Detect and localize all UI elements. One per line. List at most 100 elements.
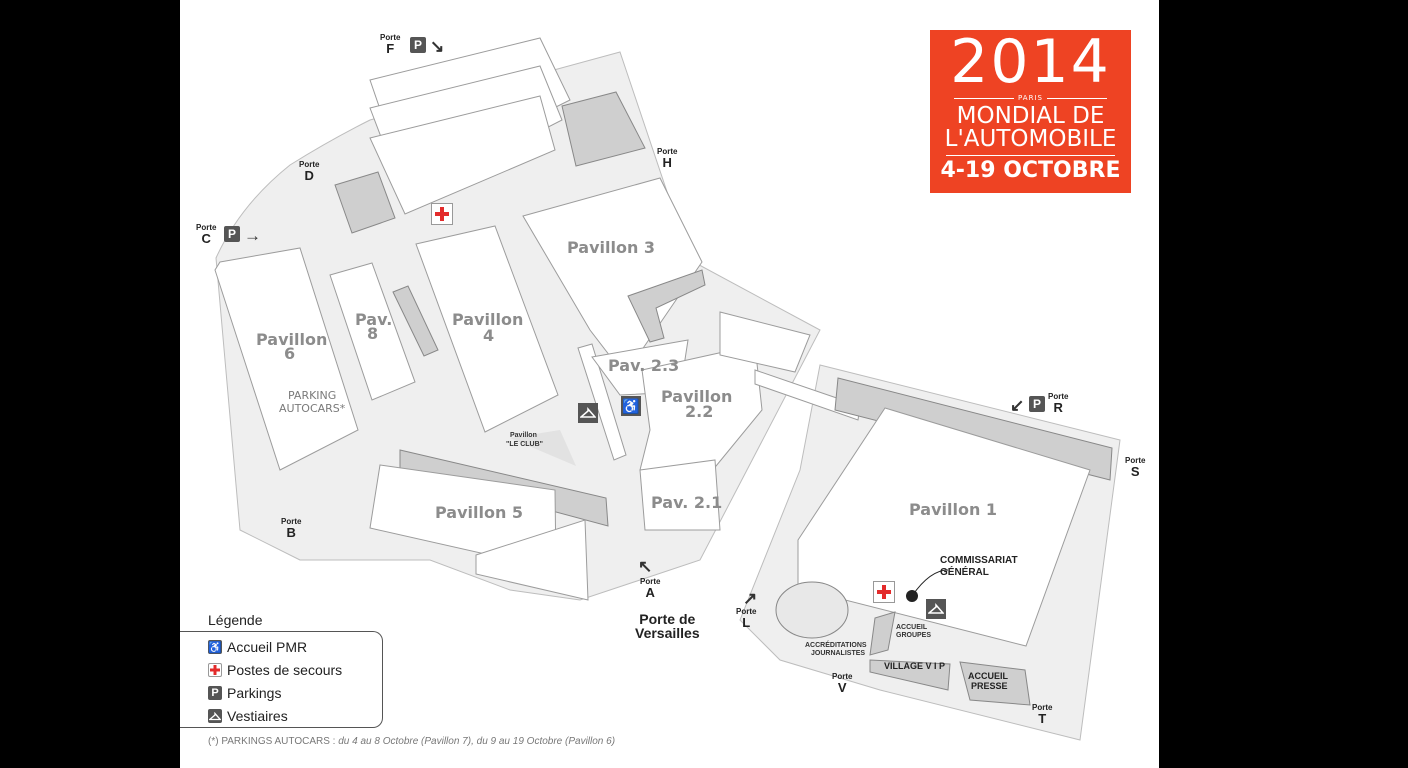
- porte-a: Porte A: [640, 577, 661, 600]
- porte-word: Porte: [736, 607, 757, 616]
- pavillon-6-label-line1: Pavillon: [256, 330, 328, 349]
- pavillon-8-label-line1: Pav.: [355, 310, 393, 329]
- coat-hanger-icon: [208, 709, 222, 723]
- porte-letter: B: [286, 525, 296, 540]
- top-building-annex: [561, 91, 646, 167]
- wheelchair-icon: ♿: [208, 640, 222, 654]
- logo-dates: 4-19 OCTOBRE: [940, 158, 1121, 183]
- legend-item-label: Vestiaires: [227, 708, 288, 724]
- porte-letter: A: [645, 585, 655, 600]
- commissariat-leader: [911, 569, 949, 597]
- footnote-prefix: (*) PARKINGS AUTOCARS :: [208, 736, 336, 747]
- porte-word: Porte: [380, 33, 401, 42]
- coat-hanger-icon: [578, 403, 598, 423]
- accueil-groupes-label-line2: GROUPES: [896, 632, 932, 639]
- pav-2-1-label: Pav. 2.1: [651, 493, 723, 512]
- parking-letter: P: [211, 687, 219, 699]
- pavillon-1-roof: [797, 407, 1091, 647]
- pav-2-1-roof: [639, 459, 721, 531]
- porte-letter: R: [1053, 400, 1063, 415]
- parking-letter: P: [227, 227, 236, 241]
- porte-h: Porte H: [657, 147, 678, 170]
- arrow-down-right-icon: ↘: [430, 37, 445, 56]
- parking-icon: P: [224, 226, 240, 242]
- parking-icon: P: [208, 686, 222, 700]
- porte-v: Porte V: [832, 672, 853, 695]
- dome: [775, 581, 849, 639]
- building-d: [334, 171, 396, 234]
- pavillon-8-label-line2: 8: [367, 324, 379, 343]
- parking-icon: P: [1029, 396, 1045, 412]
- legend-item-pmr: ♿ Accueil PMR: [208, 639, 307, 655]
- porte-word: Porte: [657, 147, 678, 156]
- coat-hanger-icon: [926, 599, 946, 619]
- pavillon-5-label: Pavillon 5: [435, 503, 524, 522]
- porte-word: Porte: [640, 577, 661, 586]
- porte-t: Porte T: [1032, 704, 1052, 726]
- east-small-building: [719, 311, 811, 373]
- legend-title: Légende: [208, 612, 263, 628]
- parking-letter: P: [1032, 397, 1041, 411]
- legend-item-label: Accueil PMR: [227, 639, 308, 655]
- pavillon-3-annex: [627, 269, 706, 343]
- porte-d: Porte D: [299, 160, 320, 183]
- le-club-area: [510, 430, 576, 466]
- footnote: (*) PARKINGS AUTOCARS : du 4 au 8 Octobr…: [208, 736, 615, 747]
- logo-city-text: PARIS: [1018, 94, 1043, 102]
- accreditations-label-line2: JOURNALISTES: [811, 650, 866, 657]
- pavillon-5-annex: [475, 519, 589, 601]
- venue-map: Pavillon 3 Pavillon 4 Pavillon 6 Pav. 8 …: [180, 0, 1159, 768]
- pavillon-3-label: Pavillon 3: [567, 238, 656, 257]
- pavillon-4-roof: [415, 225, 559, 433]
- pavillon-8-strip: [392, 285, 439, 357]
- porte-word: Porte: [196, 223, 217, 232]
- legend-item-vestiaires: Vestiaires: [208, 708, 288, 724]
- site-plan: [214, 37, 1121, 741]
- porte-b: Porte B: [281, 517, 302, 540]
- porte-word: Porte: [1048, 392, 1069, 401]
- porte-word: Porte: [832, 672, 853, 681]
- pav-2-2-label-line2: 2.2: [685, 402, 714, 421]
- pavillon-4-label-line1: Pavillon: [452, 310, 524, 329]
- porte-letter: L: [742, 615, 751, 630]
- accueil-presse: [959, 661, 1031, 706]
- red-cross-icon: [208, 663, 222, 677]
- porte-l: Porte L: [736, 607, 757, 630]
- logo-year: 2014: [950, 27, 1111, 97]
- logo-city: PARIS: [930, 94, 1131, 102]
- porte-letter: D: [304, 168, 314, 183]
- legend-item-label: Parkings: [227, 685, 282, 701]
- porte-word: Porte: [281, 517, 302, 526]
- legend-item-parkings: P Parkings: [208, 685, 281, 701]
- accueil-presse-label-line2: PRESSE: [971, 681, 1008, 691]
- parking-icon: P: [410, 37, 426, 53]
- porte-r: Porte R: [1048, 392, 1069, 415]
- arrow-down-left-icon: ↙: [1010, 396, 1025, 415]
- arrow-right-icon: →: [244, 226, 261, 245]
- red-cross-icon: [431, 203, 453, 225]
- accueil-groupes-label-line1: ACCUEIL: [896, 624, 928, 631]
- parking-letter: P: [413, 38, 422, 52]
- porte-word: Porte: [299, 160, 320, 169]
- le-club-label-line2: "LE CLUB": [506, 441, 543, 448]
- arrow-up-left-icon: ↖: [638, 557, 653, 576]
- porte-s: Porte S: [1125, 457, 1145, 479]
- mondial-logo: 2014 PARIS MONDIAL DE L'AUTOMOBILE 4-19 …: [930, 30, 1131, 193]
- pav-2-2-label-line1: Pavillon: [661, 387, 733, 406]
- porte-letter: H: [662, 155, 672, 170]
- pavillon-6-roof: [214, 247, 359, 471]
- pav-2-3-strip: [577, 343, 627, 461]
- porte-f: Porte F: [380, 33, 401, 56]
- pavillon-6-label-line2: 6: [284, 344, 296, 363]
- accueil-presse-label-line1: ACCUEIL: [968, 671, 1008, 681]
- pavillon-8-roof: [329, 262, 416, 401]
- pav-2-3-label: Pav. 2.3: [608, 356, 680, 375]
- porte-letter: F: [386, 41, 395, 56]
- commissariat-label-line2: GÉNÉRAL: [940, 567, 989, 578]
- porte-letter: T: [1038, 711, 1047, 726]
- accreditations-label-line1: ACCRÉDITATIONS: [805, 642, 867, 649]
- legend-item-label: Postes de secours: [227, 662, 343, 678]
- logo-divider: [946, 155, 1115, 156]
- porte-de-versailles: Porte de Versailles: [635, 612, 700, 640]
- pavillon-4-label-line2: 4: [483, 326, 495, 345]
